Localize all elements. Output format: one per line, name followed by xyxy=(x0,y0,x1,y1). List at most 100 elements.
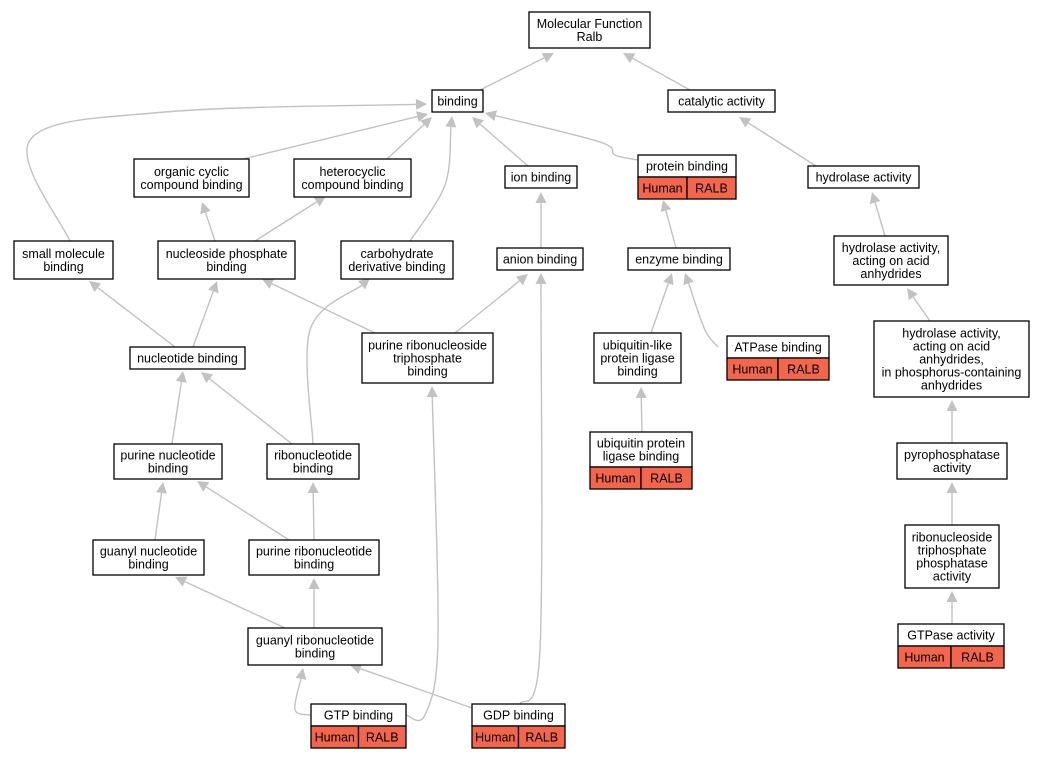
term-label: binding xyxy=(407,365,447,379)
edge-line xyxy=(154,492,163,541)
edge-line xyxy=(912,296,931,322)
annotation-gene: RALB xyxy=(787,363,820,377)
edge-line xyxy=(171,381,183,445)
edge-line xyxy=(97,287,176,348)
edge-gtp-to-purrntp xyxy=(405,386,439,722)
term-label: ligase binding xyxy=(603,450,679,464)
term-label: activity xyxy=(933,461,972,475)
go-term-catalytic[interactable]: catalytic activity xyxy=(667,89,776,113)
edge-nucleotide-to-smallmol xyxy=(89,281,176,348)
term-box xyxy=(833,235,949,286)
arrowhead xyxy=(308,578,320,589)
edge-gdp-to-anion xyxy=(519,273,547,705)
term-label: ribonucleotide xyxy=(274,449,352,463)
arrowhead xyxy=(663,273,674,286)
go-term-binding[interactable]: binding xyxy=(431,89,484,113)
term-label: GTPase activity xyxy=(907,629,995,643)
go-term-anion[interactable]: anion binding xyxy=(496,247,584,271)
term-label: hydrolase activity, xyxy=(902,327,1000,341)
arrowhead xyxy=(416,111,428,122)
edge-organic-to-binding xyxy=(242,111,428,160)
term-box xyxy=(113,443,223,480)
edge-line xyxy=(747,122,817,167)
edge-line xyxy=(632,57,691,91)
annotation-species: Human xyxy=(315,731,355,745)
arrowhead xyxy=(358,278,370,290)
go-term-ion[interactable]: ion binding xyxy=(504,165,578,189)
arrowhead xyxy=(445,116,457,128)
edge-ribonuc-to-nucleotide xyxy=(201,372,293,445)
edge-line xyxy=(650,283,670,334)
term-label: organic cyclic xyxy=(154,165,229,179)
arrowhead xyxy=(869,192,881,205)
term-label: binding xyxy=(128,558,168,572)
term-box xyxy=(496,247,584,271)
go-term-enzyme[interactable]: enzyme binding xyxy=(627,247,731,271)
arrowhead xyxy=(175,576,188,587)
term-label: acting on acid xyxy=(852,254,929,268)
edge-ribonuc-to-carb xyxy=(306,278,370,445)
arrowhead xyxy=(515,274,528,286)
term-label: purine ribonucleotide xyxy=(256,545,372,559)
term-label: ATPase binding xyxy=(734,341,821,355)
term-label: protein binding xyxy=(646,160,728,174)
edge-protein-to-binding xyxy=(485,110,639,161)
term-label: binding xyxy=(43,260,83,274)
arrowhead xyxy=(420,117,432,129)
term-box xyxy=(593,332,682,384)
term-box xyxy=(873,320,1030,398)
term-label: Ralb xyxy=(577,30,603,44)
arrowhead xyxy=(946,400,958,411)
term-label: small molecule xyxy=(22,247,105,261)
arrowhead xyxy=(946,591,958,602)
annotation-species: Human xyxy=(475,731,515,745)
edge-line xyxy=(360,667,473,709)
term-label: acting on acid xyxy=(913,340,990,354)
go-term-nucleotide[interactable]: nucleotide binding xyxy=(129,346,246,370)
term-box xyxy=(129,346,246,370)
edge-line xyxy=(874,202,886,237)
term-label: guanyl nucleotide xyxy=(100,545,197,559)
go-term-hydphos[interactable]: hydrolase activity,acting on acid anhydri… xyxy=(873,320,1030,398)
arrowhead xyxy=(156,482,167,494)
term-box xyxy=(807,165,920,189)
edge-line xyxy=(454,280,520,334)
go-term-rntpase[interactable]: ribonucleosidetriphosphatephosphataseact… xyxy=(904,524,1000,589)
term-box xyxy=(340,240,454,280)
go-term-hydacid[interactable]: hydrolase activity,acting on acidanhydri… xyxy=(833,235,949,286)
go-term-hydrolase[interactable]: hydrolase activity xyxy=(807,165,920,189)
term-label: binding xyxy=(293,462,333,476)
term-box xyxy=(667,89,776,113)
annotation-species: Human xyxy=(904,651,944,665)
edge-line xyxy=(687,283,719,348)
edge-line xyxy=(405,396,439,722)
term-box xyxy=(431,89,484,113)
term-label: anhydrides xyxy=(860,267,921,281)
edge-purnuc-to-nucleotide xyxy=(171,371,187,445)
annotation-gene: RALB xyxy=(961,651,994,665)
edge-line xyxy=(184,580,286,629)
term-box xyxy=(528,11,651,49)
term-label: anhydrides xyxy=(921,379,982,393)
edge-line xyxy=(306,284,363,445)
